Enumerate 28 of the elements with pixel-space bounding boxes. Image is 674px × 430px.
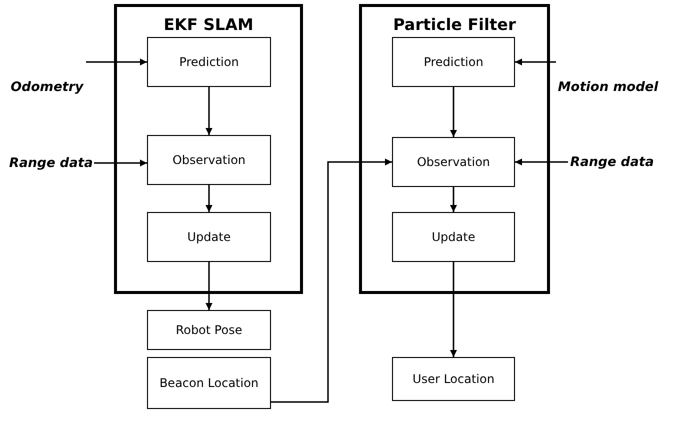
input-label: Range data xyxy=(8,154,94,172)
input-label: Odometry xyxy=(8,78,86,96)
process-box: User Location xyxy=(392,357,515,401)
process-box: Update xyxy=(147,212,271,262)
arrow xyxy=(94,160,147,166)
arrow xyxy=(450,262,457,357)
process-box: Prediction xyxy=(147,37,271,87)
arrow xyxy=(206,87,212,135)
process-box: Observation xyxy=(147,135,271,185)
arrow xyxy=(450,87,457,137)
arrow xyxy=(515,158,568,166)
arrow xyxy=(450,187,457,212)
input-label: Range data xyxy=(568,153,656,171)
panel xyxy=(114,4,303,294)
input-label: Motion model xyxy=(556,78,660,96)
arrow xyxy=(206,185,212,212)
arrow xyxy=(206,262,212,310)
process-box: Beacon Location xyxy=(147,357,271,409)
panel xyxy=(359,4,550,294)
process-box: Prediction xyxy=(392,37,515,87)
panel-title: Particle Filter xyxy=(393,15,516,34)
process-box: Update xyxy=(392,212,515,262)
arrow xyxy=(86,58,147,66)
panel-title: EKF SLAM xyxy=(164,15,254,34)
process-box: Robot Pose xyxy=(147,310,271,350)
arrow xyxy=(271,158,392,403)
arrow xyxy=(515,58,556,66)
process-box: Observation xyxy=(392,137,515,187)
